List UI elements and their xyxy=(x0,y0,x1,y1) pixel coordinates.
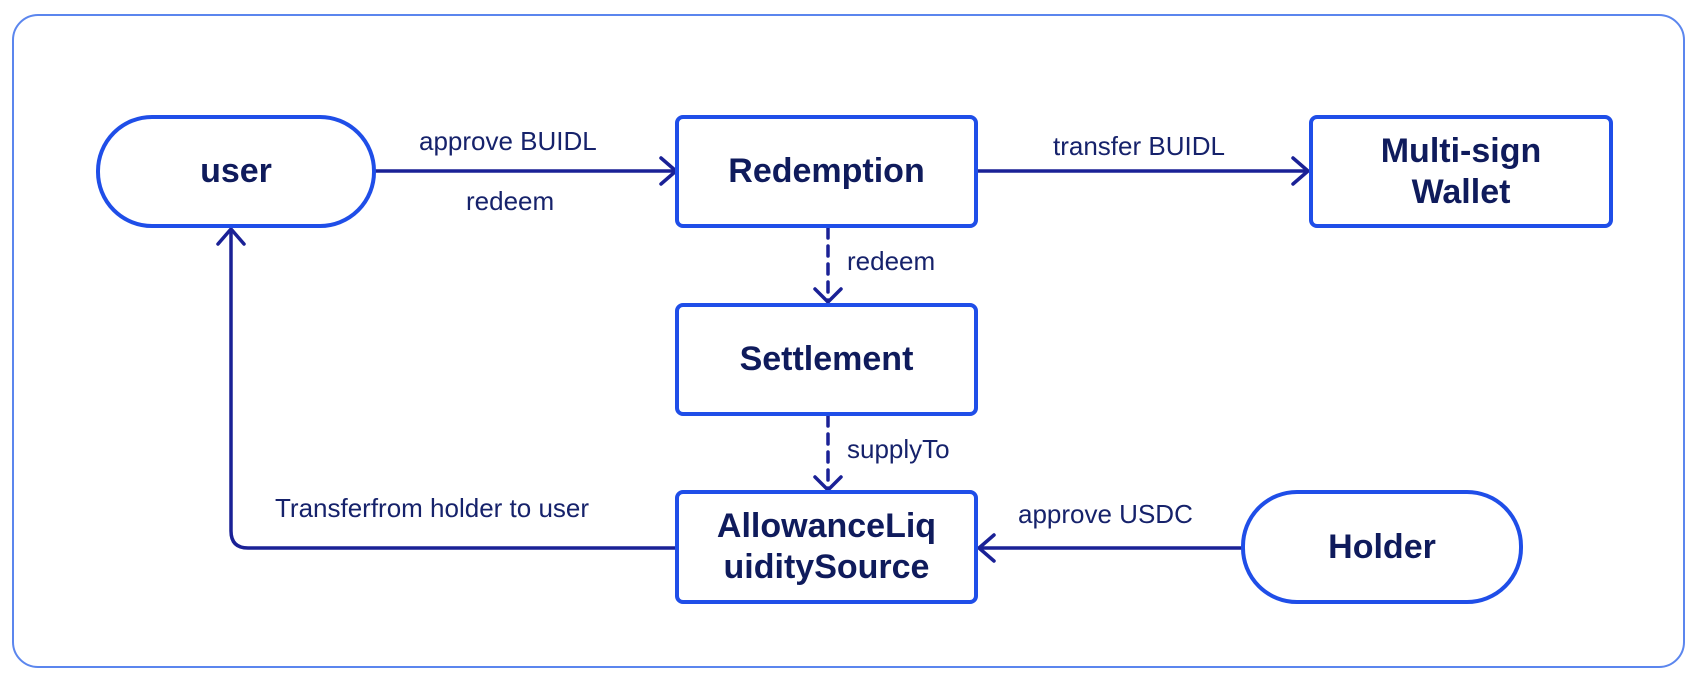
node-allowance-label-line2: uiditySource xyxy=(723,548,930,586)
node-holder-label: Holder xyxy=(1328,527,1436,566)
node-user-label: user xyxy=(200,152,272,190)
arrowhead-holder-to-allowance xyxy=(977,533,996,563)
node-allowance-liquidity-source: AllowanceLiq uiditySource xyxy=(675,490,978,604)
edge-label-approve-usdc: approve USDC xyxy=(1018,499,1193,529)
diagram-frame xyxy=(12,14,1685,668)
node-multisig-label-line1: Multi-sign xyxy=(1380,131,1542,170)
node-allowance-label-line1: AllowanceLiq xyxy=(716,507,937,545)
node-redemption: Redemption xyxy=(675,115,978,228)
node-settlement: Settlement xyxy=(675,303,978,416)
node-redemption-label: Redemption xyxy=(728,152,925,190)
node-multisig-wallet: Multi-sign Wallet xyxy=(1309,115,1613,228)
arrow-allowance-to-user xyxy=(229,228,677,550)
edge-label-supplyto: supplyTo xyxy=(847,434,950,464)
arrowhead-allowance-to-user xyxy=(216,227,246,246)
edge-label-redeem-settlement: redeem xyxy=(847,246,936,276)
arrowhead-redemption-to-wallet xyxy=(1291,156,1310,186)
node-user: user xyxy=(96,115,376,228)
arrowhead-redemption-to-settlement xyxy=(813,287,843,304)
edge-label-redeem-user: redeem xyxy=(466,186,555,216)
node-holder: Holder xyxy=(1241,490,1523,604)
edge-label-approve-buidl: approve BUIDL xyxy=(419,126,597,156)
node-multisig-label-line2: Wallet xyxy=(1411,172,1511,211)
edge-label-transferfrom: Transferfrom holder to user xyxy=(275,493,590,523)
edge-label-transfer-buidl: transfer BUIDL xyxy=(1053,131,1225,161)
node-settlement-label: Settlement xyxy=(739,340,914,378)
